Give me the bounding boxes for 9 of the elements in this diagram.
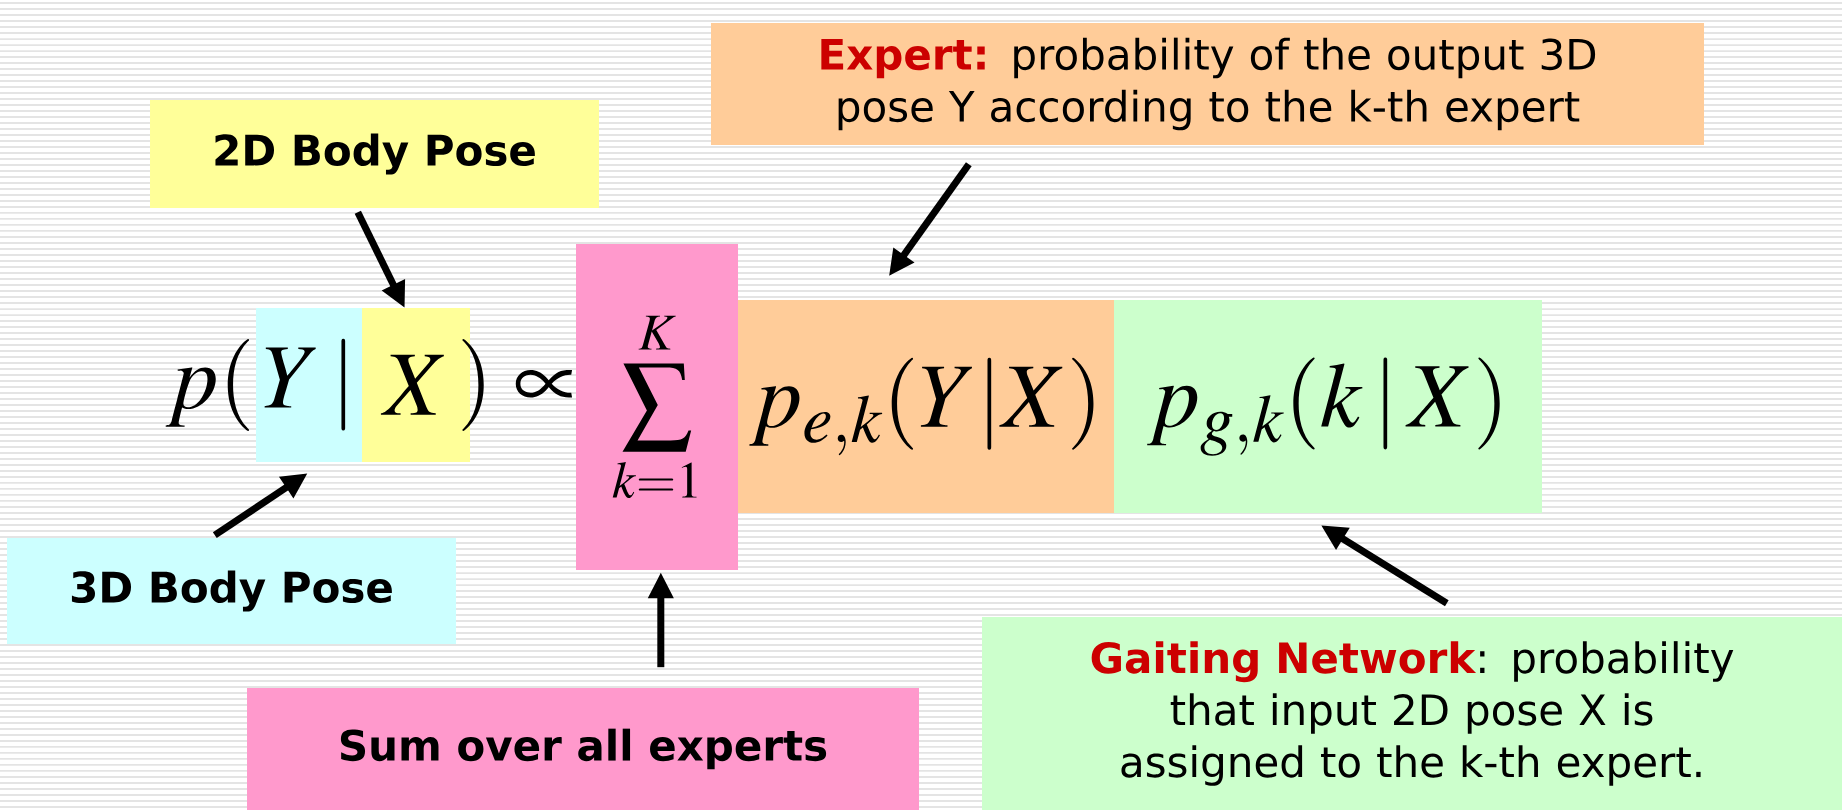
formula-term-box: $\sum_{k=1}^{K}$ [576, 244, 738, 570]
callout-box: Expert: probability of the output 3D pose Y according to the k-th expert [711, 23, 1704, 145]
formula-term-box: $p_{e,k}(Y|X)$ [738, 300, 1114, 513]
label-box: 2D Body Pose [150, 100, 599, 208]
label-box: Sum over all experts [247, 688, 919, 810]
label-box: 3D Body Pose [7, 538, 456, 644]
formula-term-box: $p_{g,k}(k\,|\,X)$ [1114, 300, 1542, 513]
callout-box: Gaiting Network: probability that input 2D pose X is assigned to the k-th expert. [982, 617, 1842, 810]
formula-term-box: $Y\,|$ [256, 308, 362, 462]
